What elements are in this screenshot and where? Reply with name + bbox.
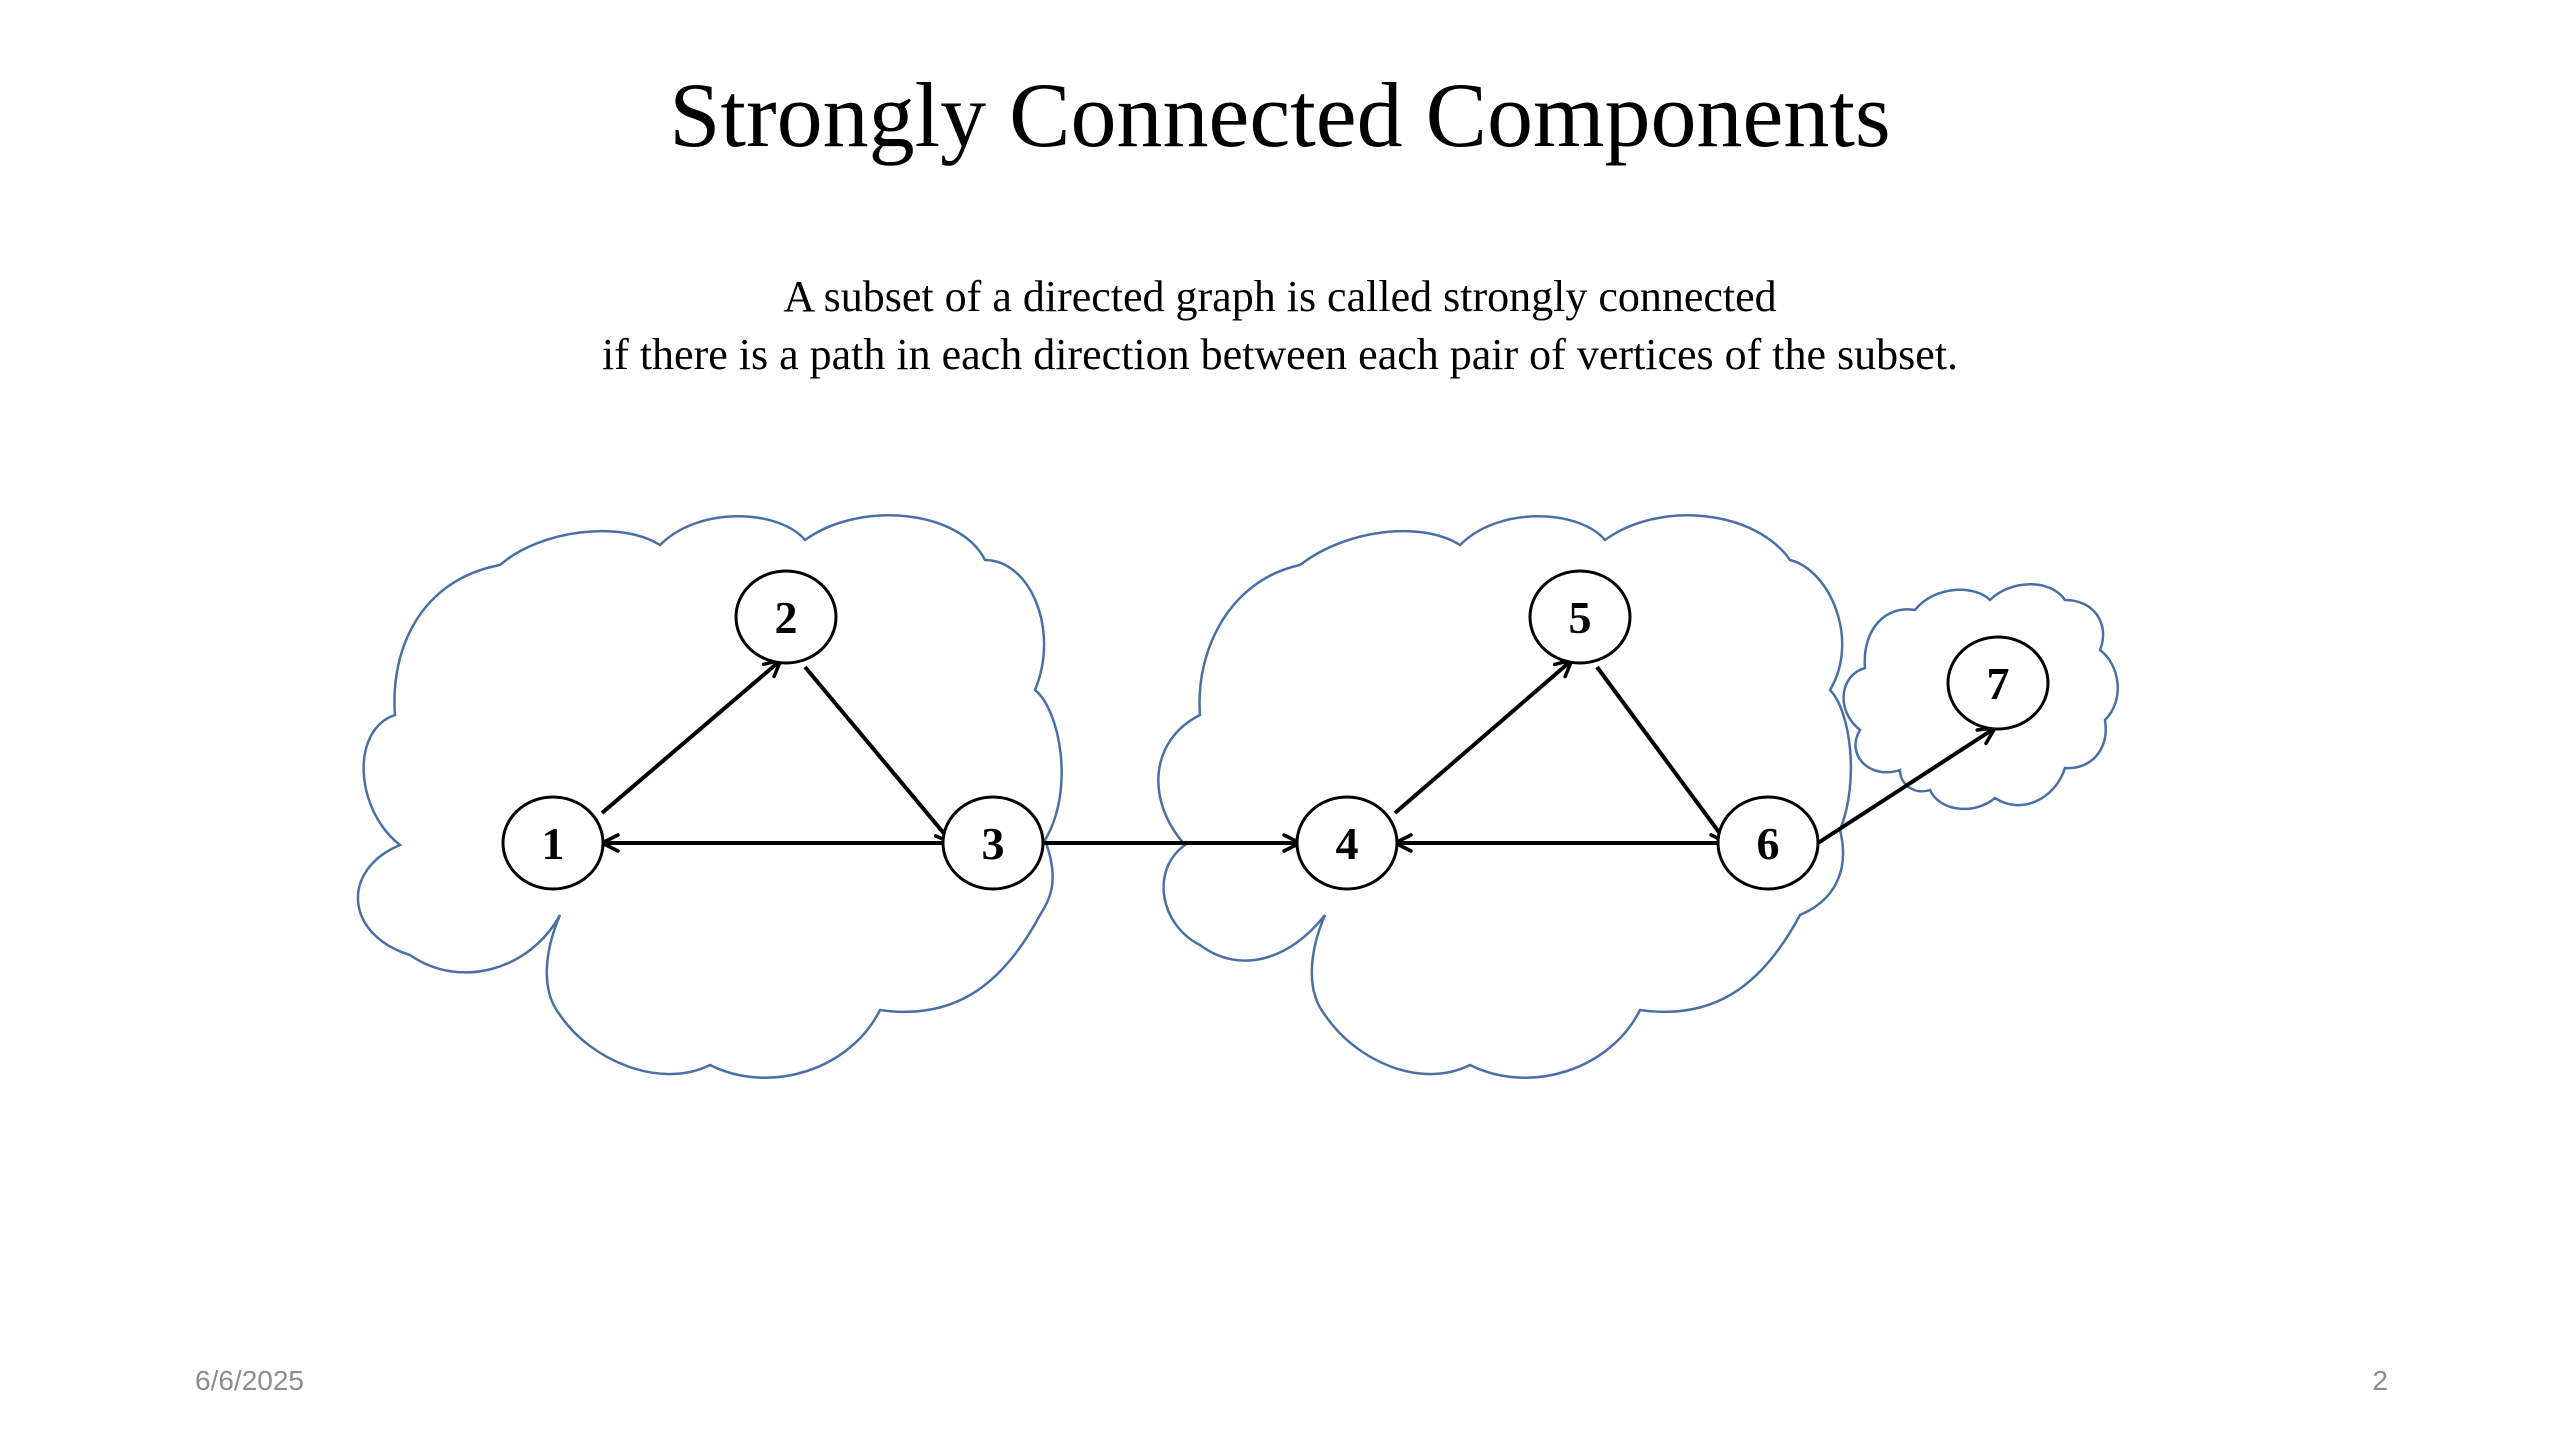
footer-page-number: 2 (2372, 1365, 2388, 1396)
graph-node-2: 2 (734, 569, 838, 665)
node-label-2: 2 (775, 592, 798, 643)
edge-2-3 (803, 665, 954, 845)
graph-node-5: 5 (1528, 569, 1632, 665)
slide-title: Strongly Connected Components (669, 64, 1891, 166)
graph-node-6: 6 (1716, 795, 1820, 891)
node-label-4: 4 (1336, 818, 1359, 869)
graph-node-1: 1 (501, 795, 605, 891)
edge-6-7 (1816, 726, 1997, 845)
component-cloud-2 (1157, 514, 1853, 1079)
graph-node-4: 4 (1295, 795, 1399, 891)
component-cloud-3 (1842, 583, 2119, 811)
component-cloud-1 (356, 514, 1063, 1079)
graph-node-7: 7 (1946, 635, 2050, 731)
edge-1-2 (600, 658, 783, 815)
node-label-1: 1 (542, 818, 565, 869)
subtitle-line-1: A subset of a directed graph is called s… (783, 272, 1777, 321)
edge-4-5 (1393, 658, 1574, 815)
subtitle-line-2: if there is a path in each direction bet… (601, 330, 1959, 379)
edge-5-6 (1595, 665, 1729, 845)
graph-node-3: 3 (941, 795, 1045, 891)
node-label-7: 7 (1987, 658, 2010, 709)
footer-date: 6/6/2025 (195, 1365, 304, 1396)
node-label-5: 5 (1569, 592, 1592, 643)
slide-subtitle: A subset of a directed graph is called s… (0, 268, 2560, 384)
node-label-6: 6 (1757, 818, 1780, 869)
node-label-3: 3 (982, 818, 1005, 869)
